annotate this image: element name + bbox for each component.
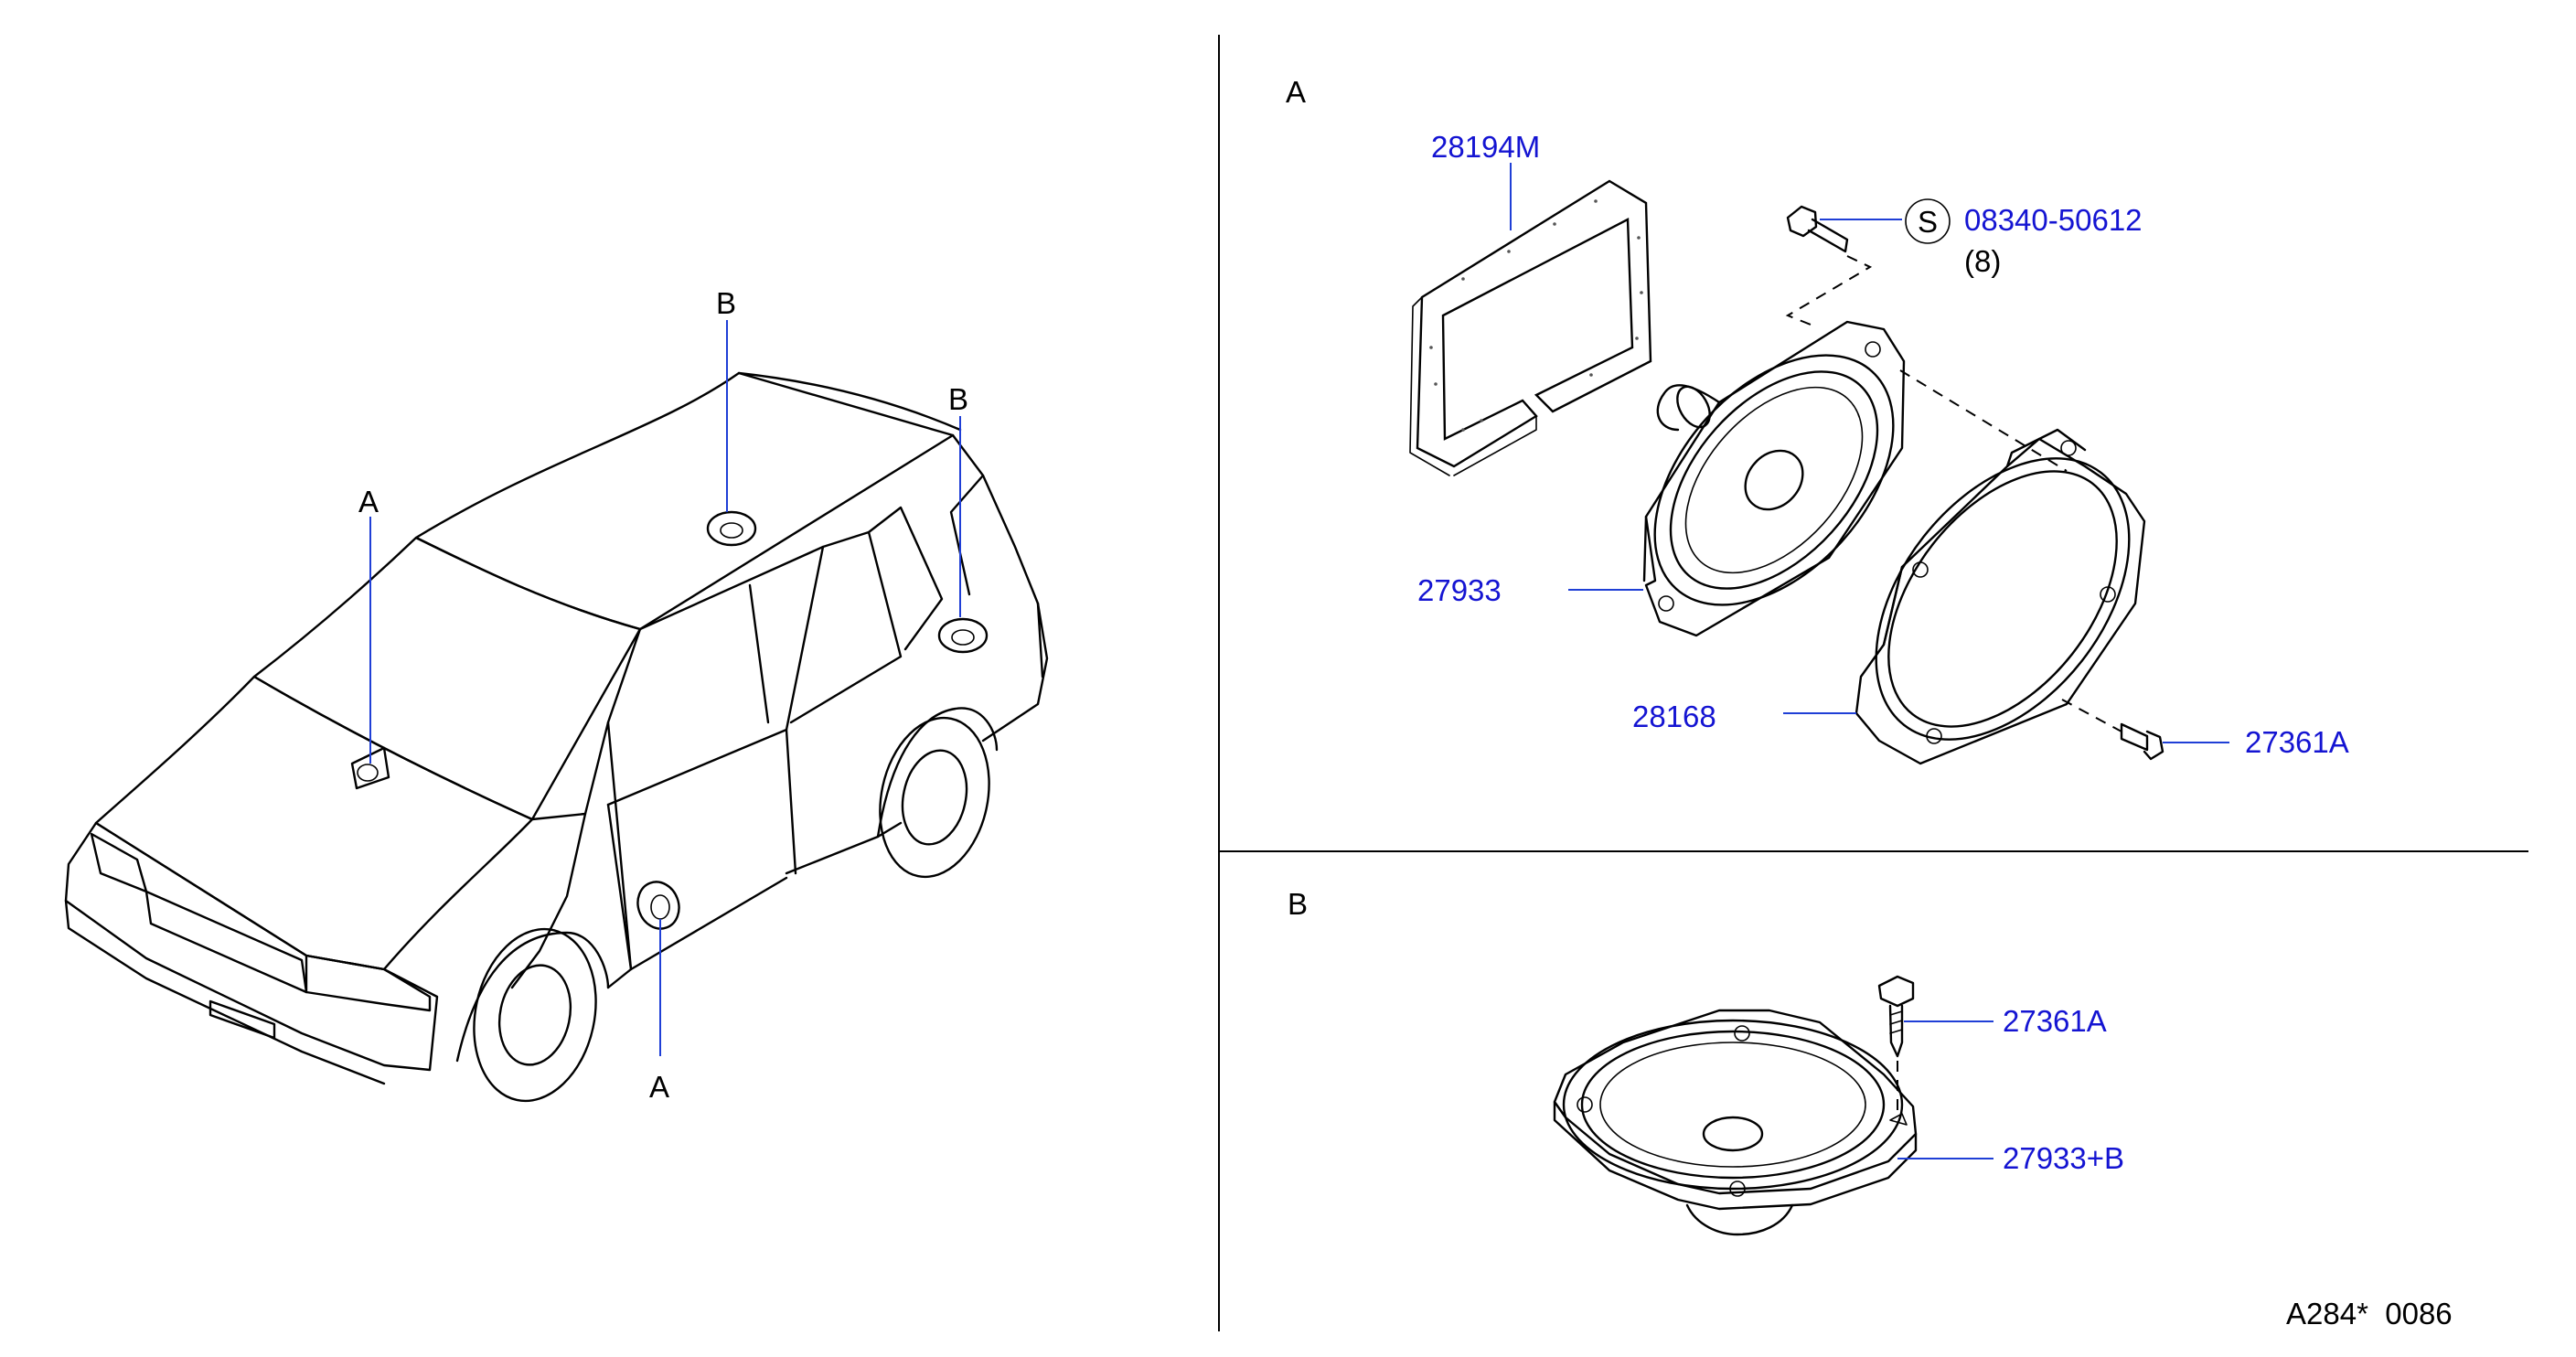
- bracket-28168: [1855, 428, 2146, 765]
- part-27361a-a: 27361A: [2245, 725, 2349, 759]
- part-28194m: 28194M: [1431, 130, 1540, 164]
- diagram-code: A284* 0086: [2286, 1297, 2453, 1330]
- gasket-28194m: [1409, 179, 1652, 476]
- part-28168: 28168: [1632, 700, 1716, 733]
- callout-b-rear: B: [948, 382, 968, 416]
- part-08340-qty: (8): [1964, 244, 2001, 278]
- bolt-08340: [1786, 205, 1849, 253]
- screw-27361a-b: [1877, 975, 1915, 1058]
- part-27933: 27933: [1417, 573, 1502, 607]
- bracket-dash-path: [1899, 369, 2068, 472]
- screw-27361a-a: [2120, 722, 2164, 761]
- bolt-dash-path: [1785, 255, 1873, 326]
- section-a-title: A: [1286, 75, 1306, 109]
- part-08340-50612: 08340-50612: [1964, 203, 2143, 237]
- callout-a-door: A: [649, 1070, 669, 1104]
- speaker-27933: [1642, 320, 1906, 637]
- part-27361a-b: 27361A: [2003, 1004, 2107, 1038]
- speaker-27933b: [1553, 1009, 1918, 1236]
- part-27933b: 27933+B: [2003, 1141, 2124, 1175]
- section-b-title: B: [1288, 887, 1308, 921]
- callout-b-roof: B: [716, 286, 736, 320]
- ref-s-circle: [1905, 198, 1951, 244]
- vehicle-illustration: [64, 371, 1049, 1103]
- callout-a-dash: A: [358, 485, 379, 518]
- ref-s-symbol: S: [1918, 205, 1938, 239]
- screw-a-dash-path: [2061, 699, 2122, 732]
